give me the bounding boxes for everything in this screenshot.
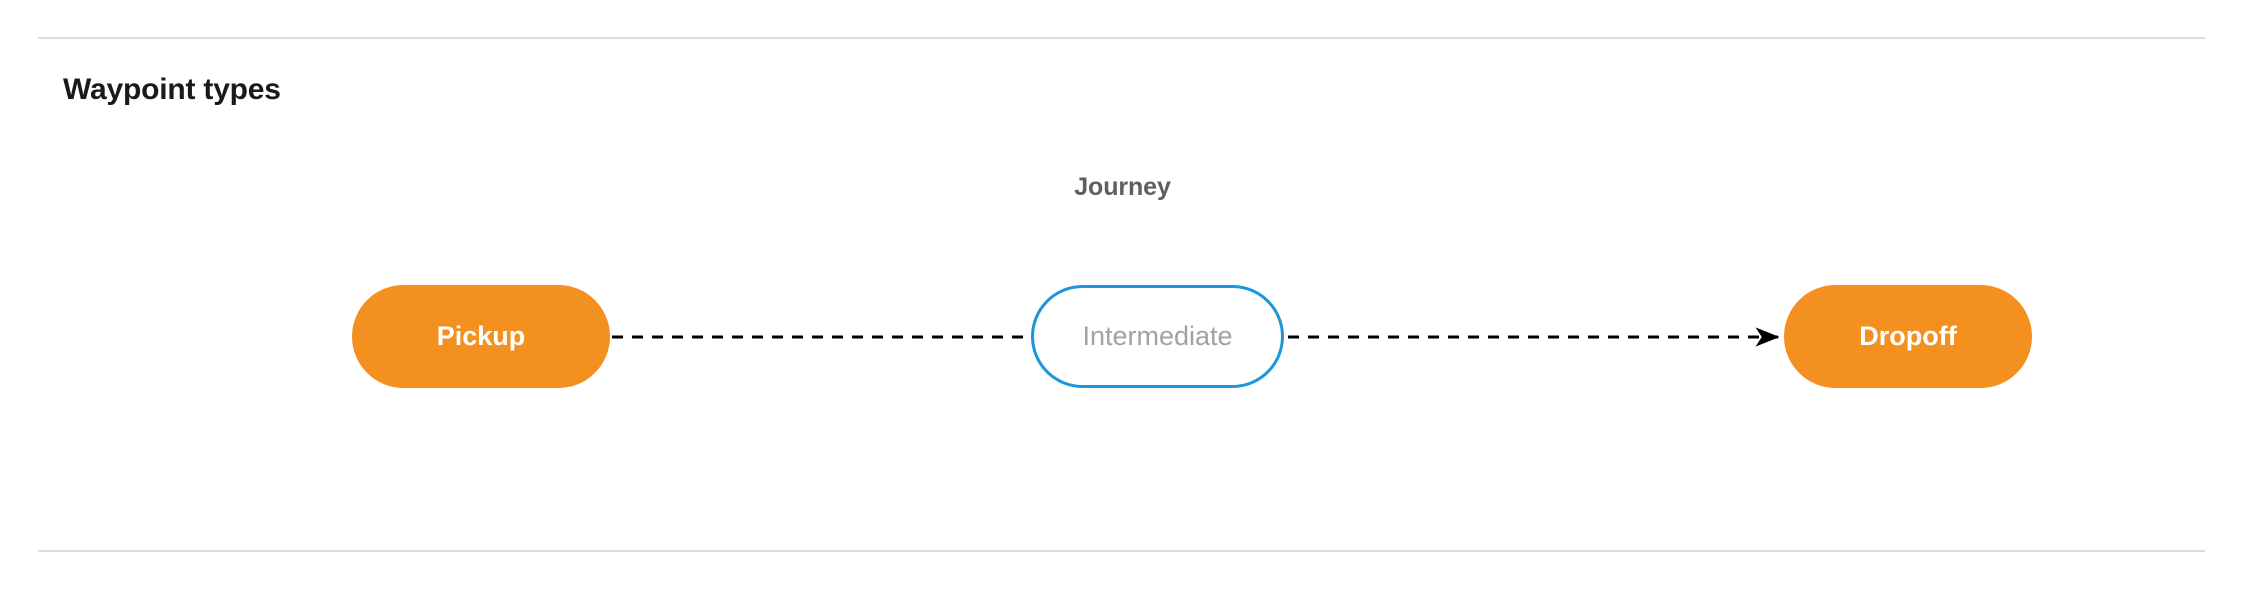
node-intermediate-label: Intermediate [1082,321,1233,351]
node-pickup[interactable]: Pickup [352,285,610,388]
node-dropoff[interactable]: Dropoff [1784,285,2032,388]
node-dropoff-label: Dropoff [1859,321,1957,351]
divider-bottom [38,550,2205,552]
diagram-caption-journey: Journey [1074,173,1171,201]
page-title: Waypoint types [63,73,281,106]
node-pickup-label: Pickup [436,321,526,351]
node-intermediate[interactable]: Intermediate [1031,285,1284,388]
divider-top [38,37,2205,39]
